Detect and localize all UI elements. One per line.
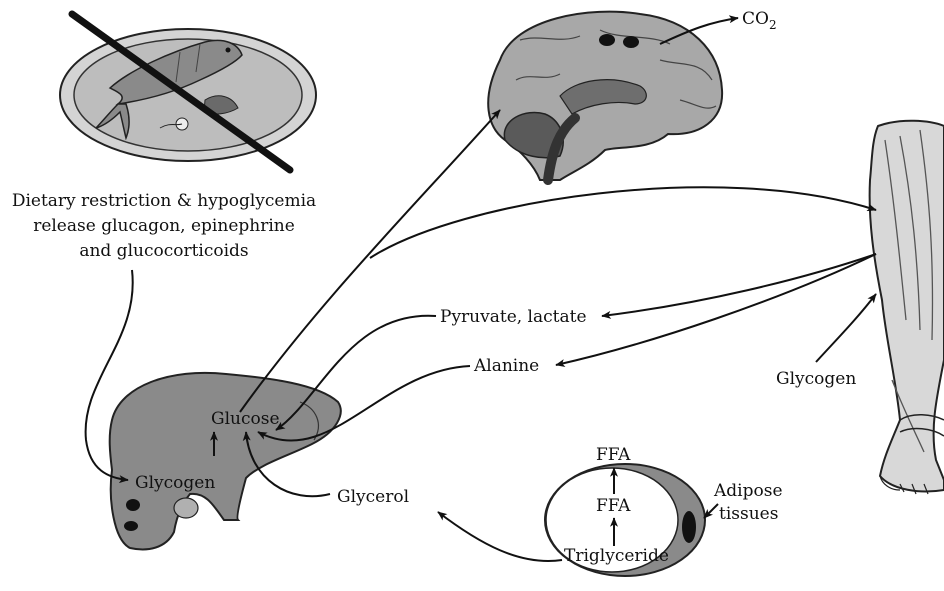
muscle-to-pyruvate-arrow	[602, 254, 876, 316]
glucose-to-muscle-arrow	[370, 187, 876, 258]
adipose-pointer-arrow	[704, 504, 718, 518]
muscle-glycogen-arrow	[816, 294, 876, 362]
alanine-label: Alanine	[473, 356, 539, 376]
liver-glucose-label: Glucose	[211, 409, 280, 429]
liver-glycogen-label: Glycogen	[135, 473, 215, 493]
ffa-out-label: FFA	[596, 445, 631, 465]
glycerol-label: Glycerol	[337, 487, 409, 507]
co2-label: CO2	[742, 9, 777, 32]
muscle-glycogen-label: Glycogen	[776, 369, 856, 389]
caption-line3: and glucocorticoids	[79, 241, 248, 261]
pyruvate-lactate-label: Pyruvate, lactate	[440, 307, 587, 327]
adipose-label-line1: Adipose	[713, 481, 783, 501]
adipose-label-line2: tissues	[719, 504, 778, 524]
gallbladder-icon	[174, 498, 198, 518]
triglyceride-label: Triglyceride	[564, 546, 669, 566]
ffa-in-label: FFA	[596, 496, 631, 516]
triglyceride-to-glycerol-arrow	[438, 512, 562, 561]
leg-muscle-icon	[870, 121, 944, 494]
caption-line2: release glucagon, epinephrine	[33, 216, 295, 236]
food-plate-icon	[60, 14, 316, 170]
brain-icon	[488, 12, 722, 180]
caption-line1: Dietary restriction & hypoglycemia	[12, 191, 316, 211]
